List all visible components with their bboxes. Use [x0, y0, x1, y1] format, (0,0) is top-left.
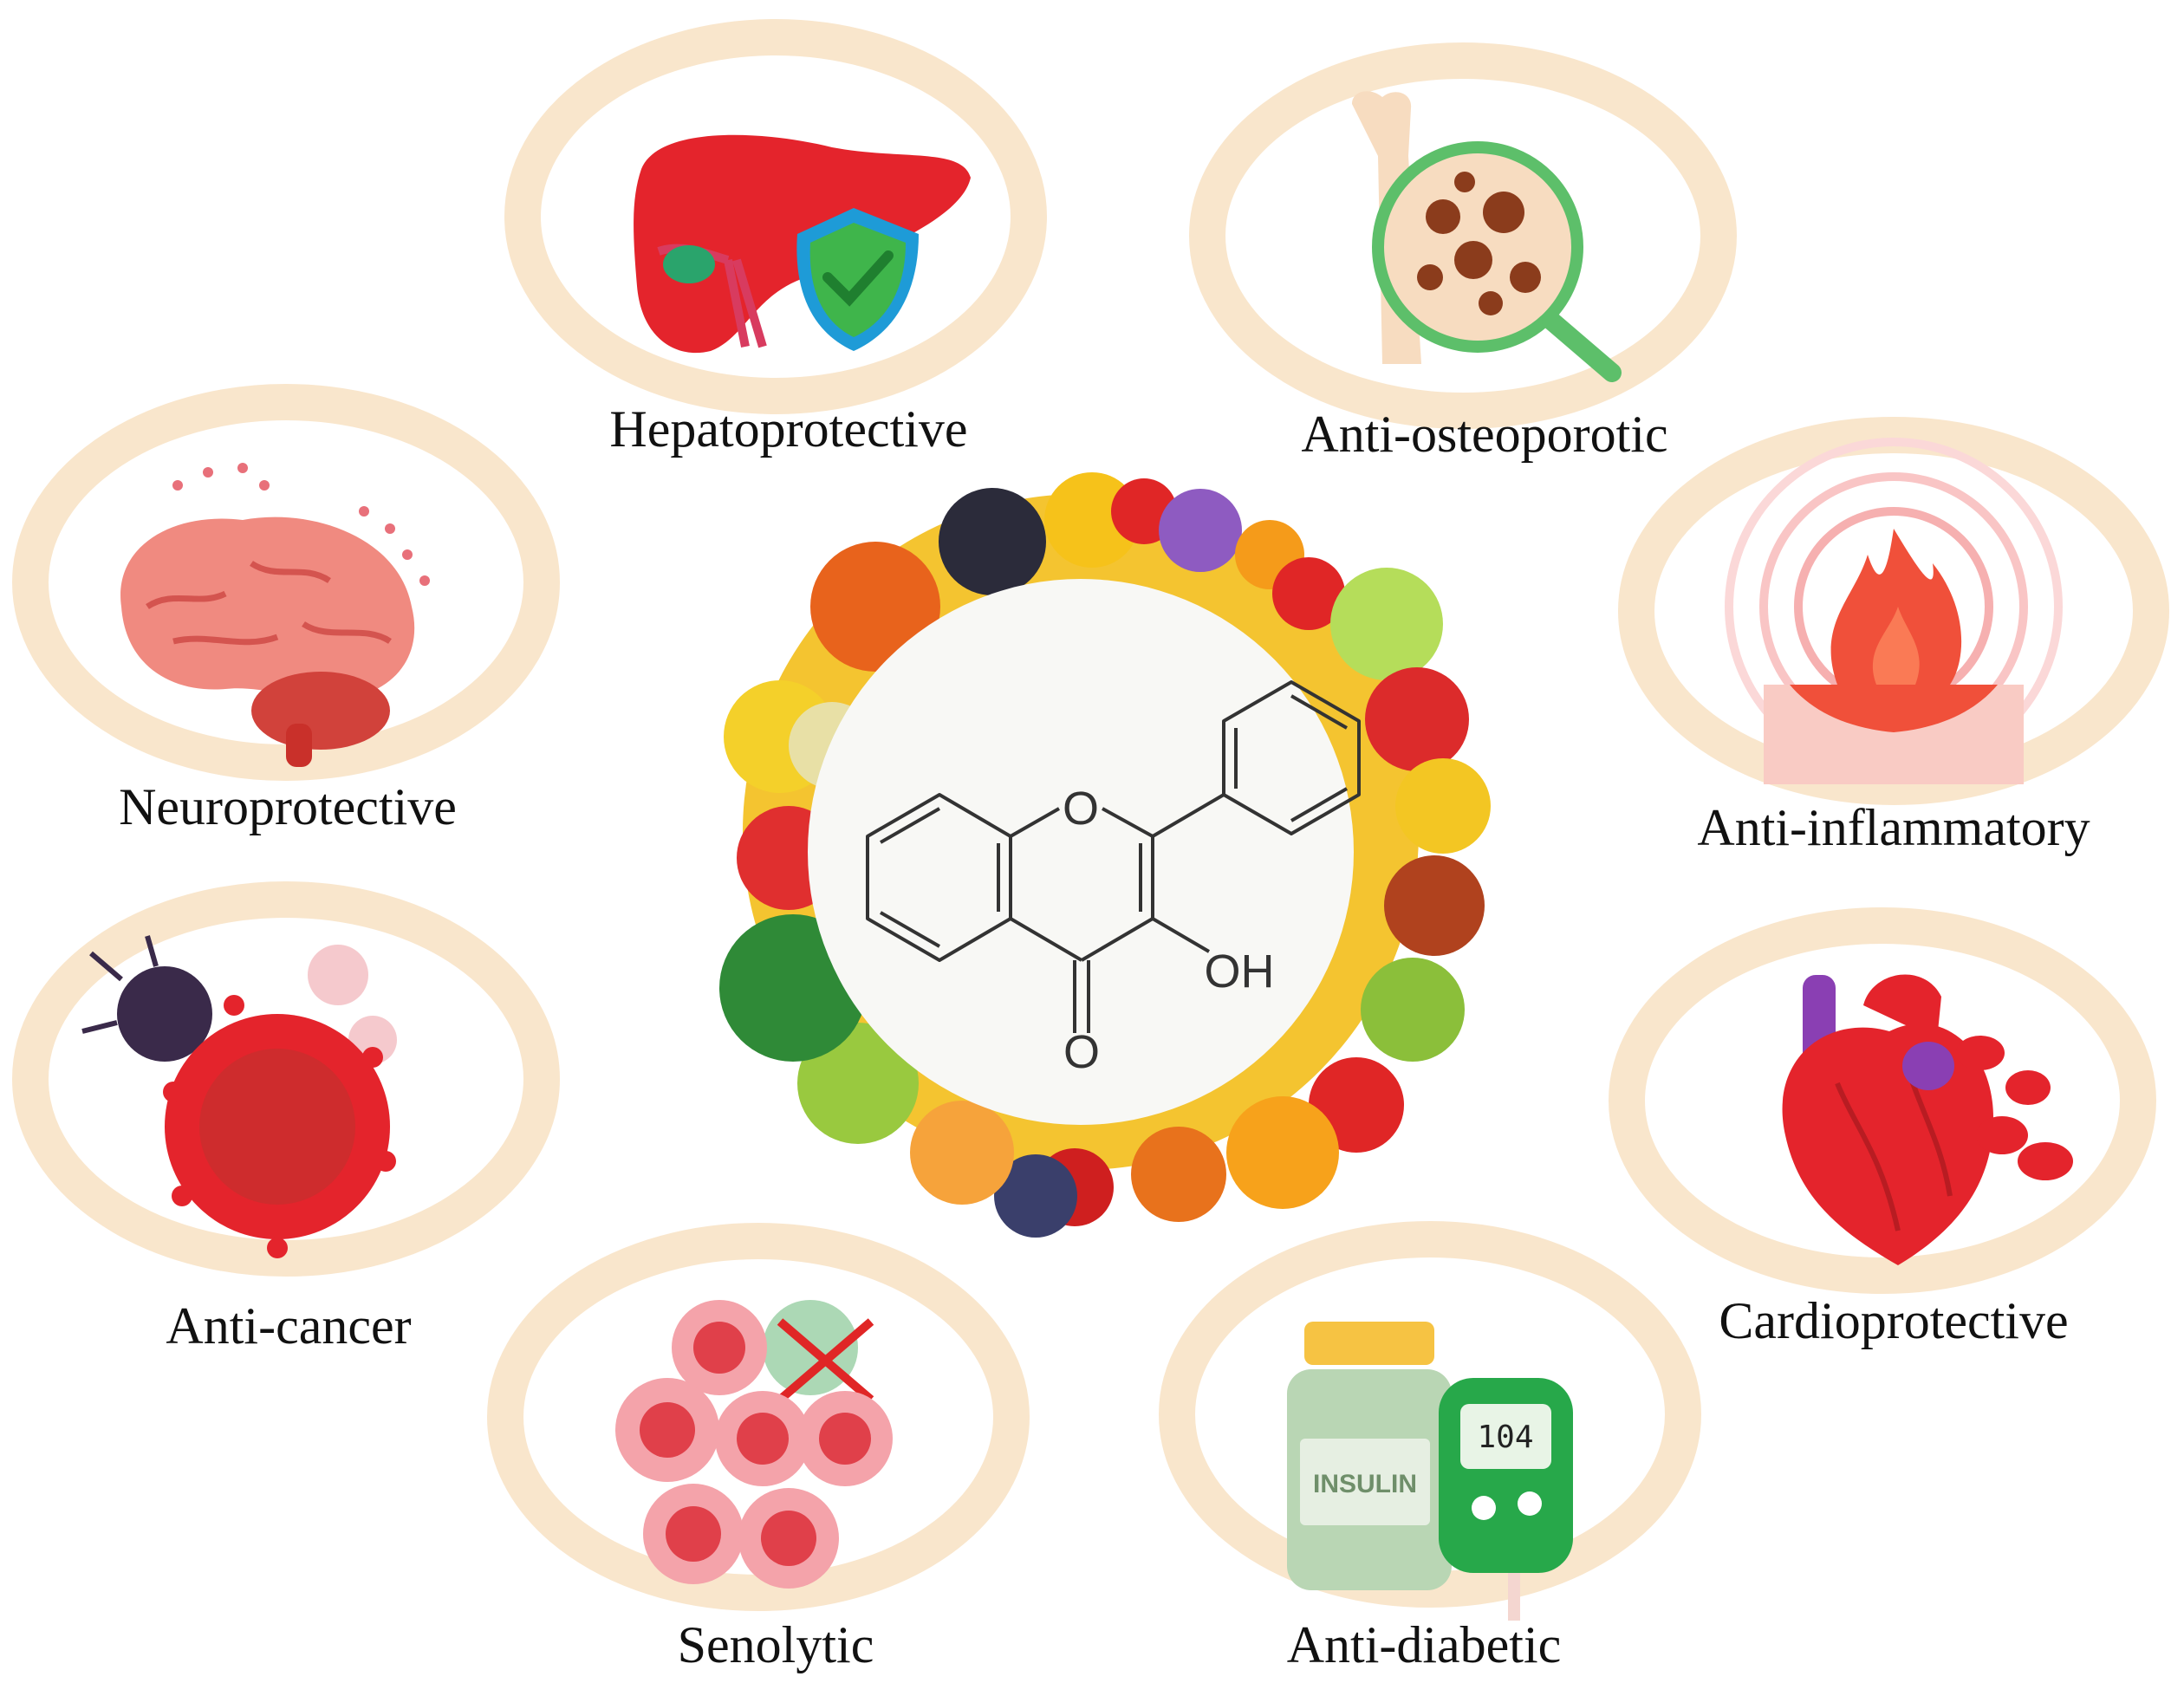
label-anti-cancer: Anti-cancer [166, 1297, 412, 1355]
insulin-glucometer-icon: INSULIN 104 [1287, 1322, 1573, 1621]
carbonyl-oxygen-label: O [1063, 1026, 1100, 1078]
ring-neuroprotective [12, 384, 560, 781]
label-senolytic: Senolytic [677, 1616, 874, 1673]
svg-text:INSULIN: INSULIN [1313, 1470, 1417, 1498]
flame-icon [1725, 438, 2063, 784]
brain-icon [120, 463, 430, 767]
ring-oxygen-label: O [1063, 783, 1099, 835]
senescent-cells-icon [615, 1300, 893, 1589]
bone-magnifier-icon [1352, 91, 1622, 382]
flavonol-structure [866, 680, 1361, 1033]
label-anti-osteoporotic: Anti-osteoporotic [1301, 406, 1668, 463]
ring-senolytic [487, 1223, 1030, 1611]
label-anti-inflammatory: Anti-inflammatory [1697, 799, 2090, 856]
hydroxyl-label: OH [1205, 945, 1275, 997]
label-cardioprotective: Cardioprotective [1719, 1292, 2069, 1349]
molecule-backdrop [808, 579, 1354, 1125]
ring-anti-osteoporotic [1189, 42, 1737, 429]
label-hepatoprotective: Hepatoprotective [609, 400, 968, 458]
ring-anti-cancer [12, 881, 560, 1277]
ring-cardioprotective [1609, 907, 2156, 1294]
label-neuroprotective: Neuroprotective [119, 778, 457, 835]
cancer-cell-icon [81, 935, 397, 1258]
liver-shield-icon [634, 134, 971, 354]
heart-icon [1782, 974, 2073, 1265]
molecule-labels: O O OH [1063, 783, 1275, 1078]
ring-hepatoprotective [504, 19, 1047, 414]
ring-anti-inflammatory [1618, 417, 2169, 805]
svg-text:104: 104 [1477, 1420, 1533, 1455]
label-anti-diabetic: Anti-diabetic [1286, 1616, 1562, 1673]
